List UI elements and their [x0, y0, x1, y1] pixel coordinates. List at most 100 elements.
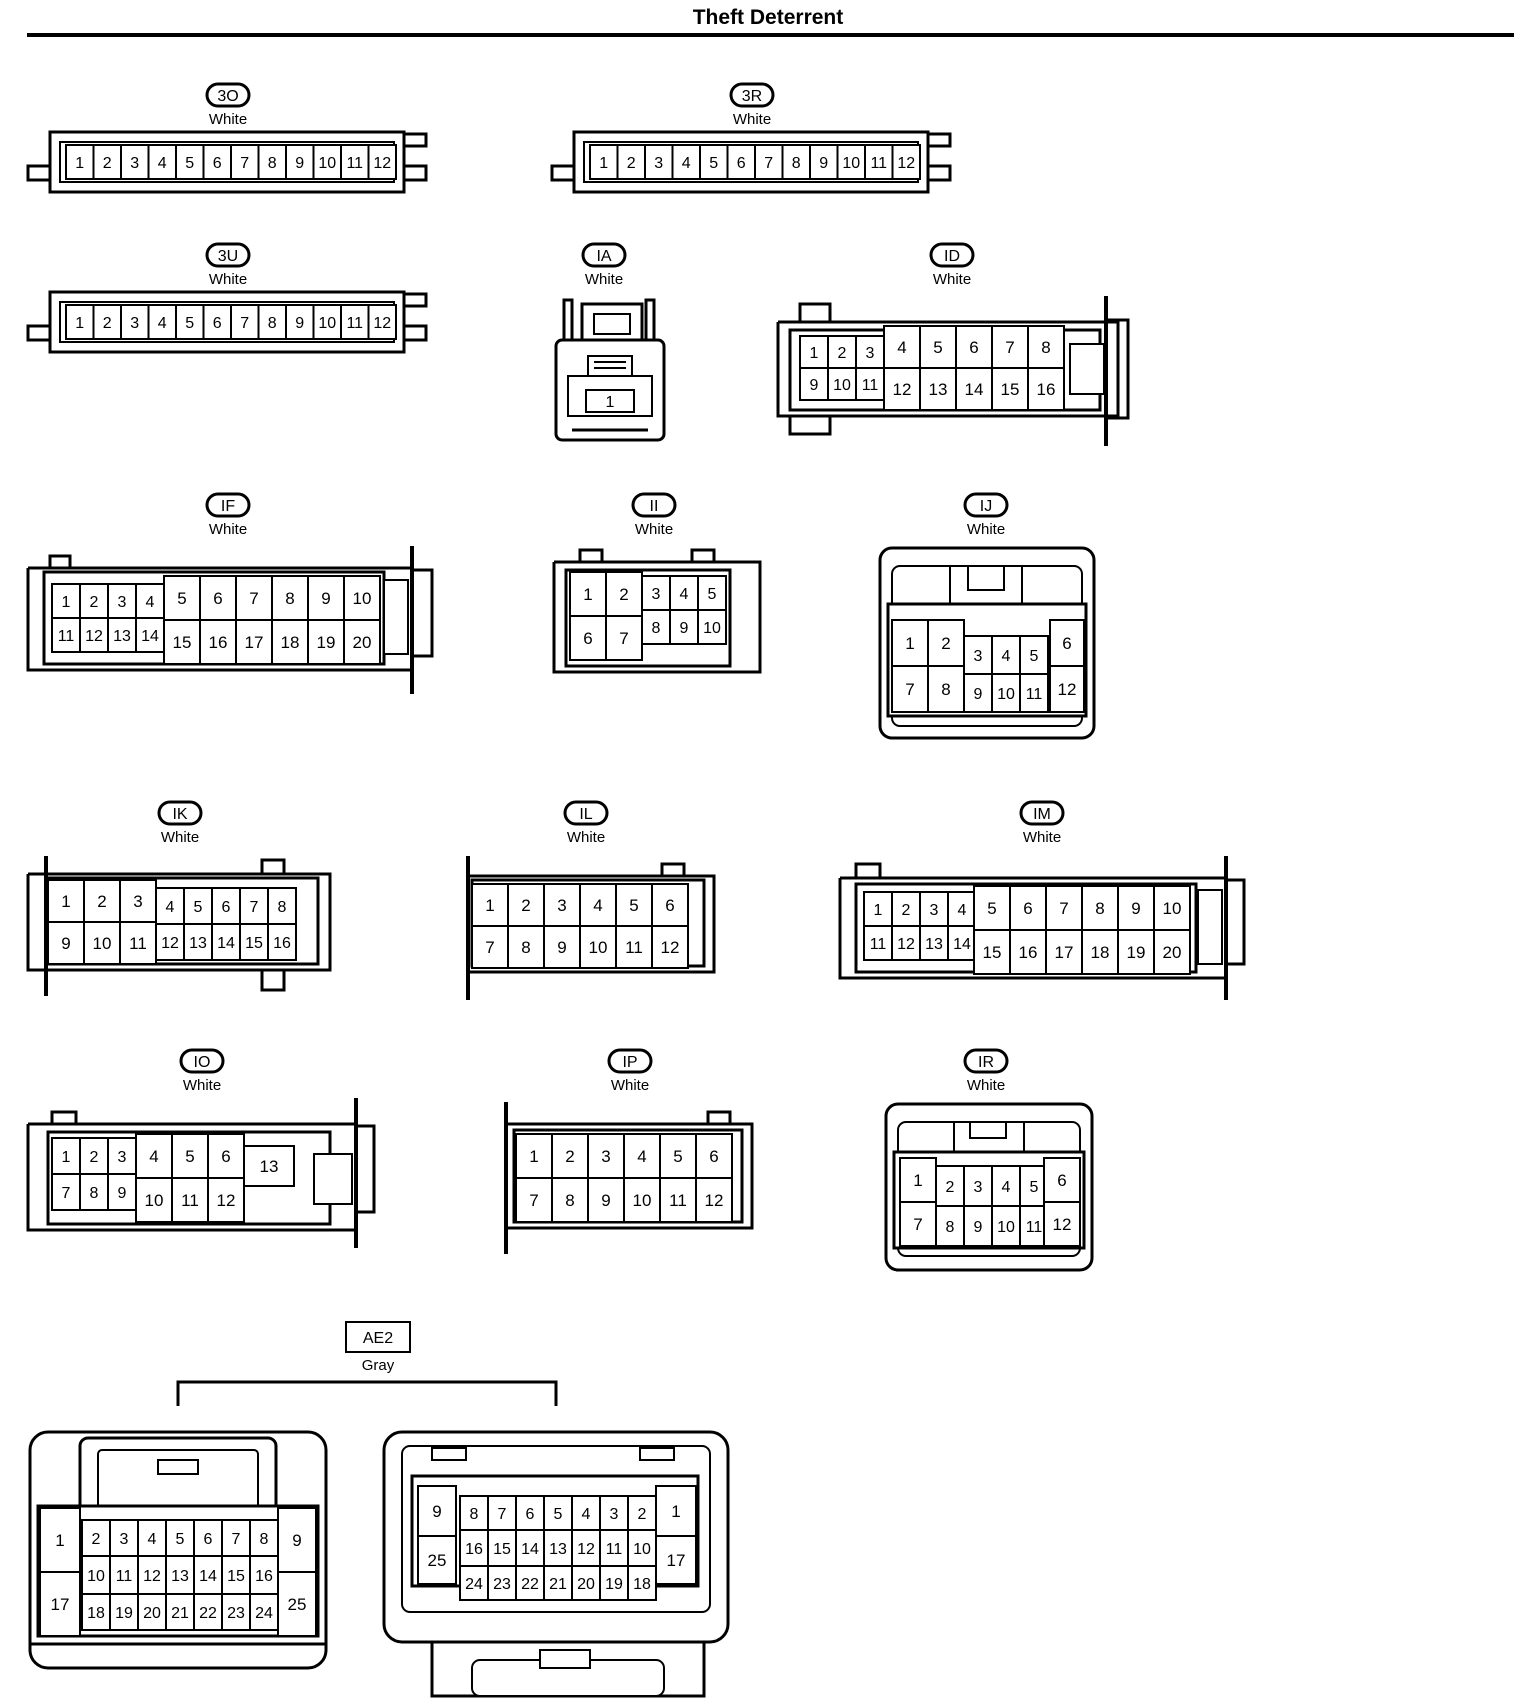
- pin-cavity: 6: [726, 144, 756, 180]
- connector-color: White: [967, 1077, 1005, 1094]
- pin-cell: [623, 1177, 661, 1223]
- pin-number: 10: [633, 1541, 651, 1558]
- pin-cavity: 13: [183, 923, 213, 961]
- pin-number: 19: [605, 1576, 623, 1593]
- pin-cavity: 4: [671, 144, 701, 180]
- pin-cavity: 10: [623, 1177, 661, 1223]
- pin-cavity: 11: [51, 617, 81, 653]
- pin-cell: [367, 144, 397, 180]
- pin-number: 22: [521, 1576, 539, 1593]
- housing-outline: [404, 164, 428, 182]
- pin-number: 15: [173, 633, 192, 652]
- pin-cavity: 3: [120, 304, 150, 340]
- pin-number: 5: [185, 315, 194, 332]
- pin-cell: [235, 619, 273, 665]
- pin-number: 2: [521, 896, 530, 915]
- pin-number: 3: [130, 155, 139, 172]
- pin-cell: [1153, 885, 1191, 931]
- pin-cell: [651, 925, 689, 969]
- pin-cavity: 2: [81, 1519, 111, 1557]
- pin-cavity: 5: [659, 1133, 697, 1179]
- pin-number: 2: [90, 1149, 99, 1166]
- pin-cell: [1009, 929, 1047, 975]
- pin-cavity: 8: [507, 925, 545, 969]
- pin-cavity: 15: [973, 929, 1011, 975]
- housing-outline: [431, 1447, 467, 1461]
- pin-cell: [183, 923, 213, 961]
- pin-cell: [165, 1555, 195, 1595]
- connector-color: White: [585, 271, 623, 288]
- pin-number: 5: [933, 338, 942, 357]
- pin-cavity: 10: [836, 144, 866, 180]
- pin-cavity: 6: [199, 575, 237, 621]
- pin-number: 12: [217, 1191, 236, 1210]
- pin-number: 2: [97, 892, 106, 911]
- pin-cavity: 17: [655, 1535, 697, 1585]
- pin-cavity: 5: [1019, 635, 1049, 675]
- pin-number: 6: [213, 589, 222, 608]
- pin-number: 1: [62, 594, 71, 611]
- housing-outline: [404, 292, 428, 308]
- pin-number: 3: [118, 1149, 127, 1166]
- pin-number: 1: [55, 1531, 64, 1550]
- pin-cavity: 13: [107, 617, 137, 653]
- pin-number: 13: [925, 936, 943, 953]
- pin-number: 16: [1037, 380, 1056, 399]
- pin-number: 4: [897, 338, 906, 357]
- pin-number: 12: [705, 1191, 724, 1210]
- pin-cavity: 1: [47, 879, 85, 923]
- pin-cavity: 3: [107, 583, 137, 619]
- pin-cell: [963, 1165, 993, 1207]
- pin-cell: [863, 925, 893, 961]
- pin-cell: [655, 1535, 697, 1585]
- pin-cell: [883, 367, 921, 411]
- housing-outline: [969, 1121, 1007, 1139]
- pin-number: 2: [565, 1147, 574, 1166]
- pin-number: 7: [232, 1531, 241, 1548]
- pin-number: 8: [1095, 899, 1104, 918]
- pin-number: 10: [997, 686, 1015, 703]
- pin-cavity: 21: [165, 1593, 195, 1631]
- pin-number: 18: [87, 1605, 105, 1622]
- pin-number: 2: [941, 634, 950, 653]
- pin-number: 2: [103, 155, 112, 172]
- pin-cavity: 5: [543, 1495, 573, 1531]
- pin-cavity: 7: [221, 1519, 251, 1557]
- pin-cavity: 15: [487, 1529, 517, 1567]
- pin-cavity: 4: [137, 1519, 167, 1557]
- pin-number: 1: [599, 155, 608, 172]
- pin-cavity: 25: [277, 1571, 317, 1637]
- pin-cell: [249, 1519, 279, 1557]
- pin-cavity: 1: [585, 389, 635, 413]
- pin-number: 20: [1163, 943, 1182, 962]
- pin-cell: [207, 1177, 245, 1223]
- pin-cavity: 18: [81, 1593, 111, 1631]
- pin-cell: [599, 1495, 629, 1531]
- pin-cavity: 1: [891, 619, 929, 667]
- connector-code: 3O: [217, 88, 238, 105]
- pin-cavity: 8: [249, 1519, 279, 1557]
- pin-cell: [277, 1507, 317, 1573]
- pin-number: 11: [669, 1191, 687, 1210]
- pin-cell: [891, 891, 921, 927]
- housing-outline: [854, 862, 882, 878]
- pin-number: 9: [974, 1219, 983, 1236]
- pin-cell: [616, 144, 646, 180]
- pin-cavity: 4: [135, 1133, 173, 1179]
- pin-cavity: 2: [92, 304, 122, 340]
- connector-code-badge: [157, 800, 203, 826]
- pin-number: 8: [268, 315, 277, 332]
- pin-cavity: 7: [605, 615, 643, 661]
- pin-cavity: 6: [207, 1133, 245, 1179]
- pin-number: 1: [62, 1149, 71, 1166]
- pin-cavity: 12: [891, 925, 921, 961]
- pin-cavity: 1: [65, 304, 95, 340]
- pin-cavity: 10: [991, 673, 1021, 713]
